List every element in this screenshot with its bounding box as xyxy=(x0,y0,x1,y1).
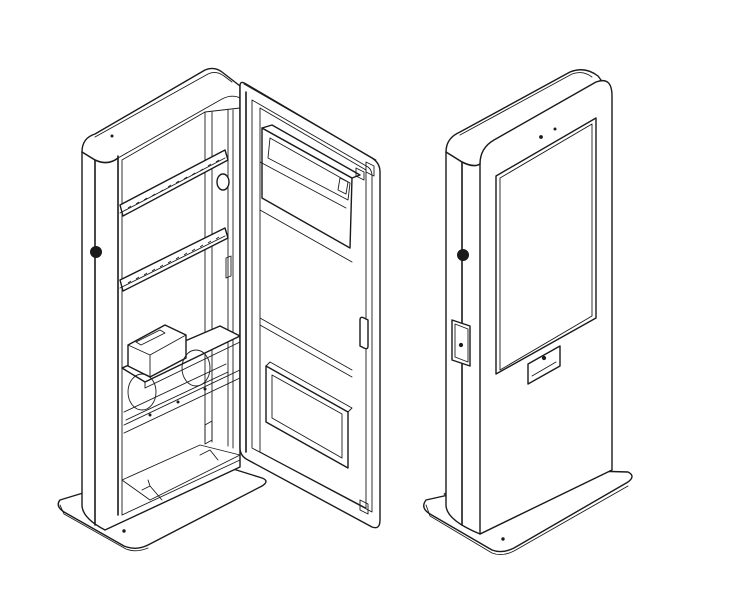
open-door xyxy=(239,81,381,529)
lower-bracket xyxy=(123,369,241,445)
closed-kiosk-view xyxy=(423,69,633,556)
ventilation-fan-cutouts xyxy=(123,349,229,421)
side-lock-keyhole-icon xyxy=(90,246,102,258)
door-upper-module xyxy=(259,124,365,249)
kiosk-body xyxy=(445,69,613,535)
camera-icon xyxy=(539,135,543,139)
upper-mounting-rail xyxy=(119,149,229,217)
middle-mounting-rail xyxy=(119,227,229,292)
cabinet-floor xyxy=(121,444,241,501)
door-handle xyxy=(359,316,369,350)
kiosk-side-keyhole-icon xyxy=(457,249,469,261)
shelf-with-control-box xyxy=(121,324,241,389)
side-access-panel xyxy=(451,319,471,367)
cabinet-side-panel xyxy=(81,67,241,531)
cabinet-interior xyxy=(119,107,241,516)
door-lower-module xyxy=(265,361,353,469)
touch-screen xyxy=(495,117,597,375)
open-cabinet-view xyxy=(57,67,381,552)
card-reader-slot xyxy=(527,345,561,385)
